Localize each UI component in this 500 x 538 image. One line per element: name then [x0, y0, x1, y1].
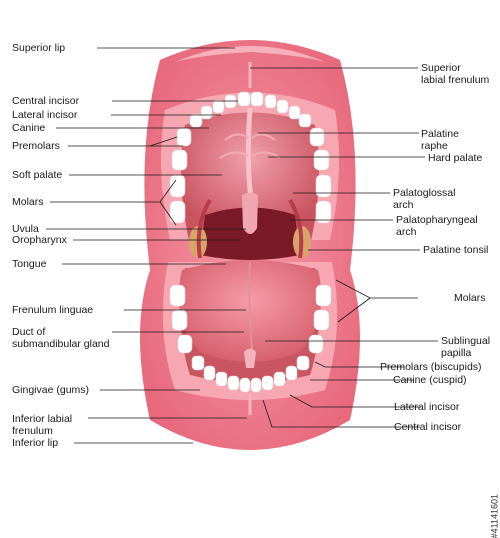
right-arch: [288, 198, 304, 259]
label-inferior-labial-1: Inferior labial: [12, 413, 73, 425]
label-tongue: Tongue: [12, 258, 47, 270]
label-hard-palate: Hard palate: [428, 152, 483, 164]
label-sublingual-1: Sublingual: [441, 335, 491, 347]
label-canine-cuspid: Canine (cuspid): [393, 374, 467, 386]
label-duct-line1: Duct of: [12, 326, 46, 338]
label-palatoglossal-2: arch: [393, 199, 414, 211]
label-frenulum-linguae: Frenulum linguae: [12, 304, 94, 316]
premolar-line: [149, 136, 178, 147]
label-palatine-tonsil: Palatine tonsil: [423, 244, 489, 256]
label-superior-labial-1: Superior: [421, 62, 461, 74]
label-palatoglossal-1: Palatoglossal: [393, 187, 456, 199]
label-lateral-incisor-right: Lateral incisor: [394, 401, 460, 413]
label-superior-lip: Superior lip: [12, 42, 66, 54]
superior-lip-shape: [175, 46, 325, 62]
tongue-midline: [248, 261, 253, 351]
label-duct-line2: submandibular gland: [12, 338, 110, 350]
label-lateral-incisor: Lateral incisor: [12, 109, 78, 121]
label-palatopharyngeal-2: arch: [396, 226, 417, 238]
upper-teeth: [169, 91, 332, 224]
label-central-incisor: Central incisor: [12, 95, 80, 107]
label-palatine-2: raphe: [421, 140, 448, 152]
label-sublingual-2: papilla: [441, 347, 472, 359]
lower-teeth: [169, 284, 332, 393]
label-premolars-bicuspids: Premolars (biscupids): [380, 361, 482, 373]
label-molars: Molars: [12, 196, 44, 208]
label-premolars: Premolars: [12, 140, 60, 152]
label-central-incisor-right: Central incisor: [394, 421, 462, 433]
uvula-shape: [242, 192, 258, 234]
label-soft-palate: Soft palate: [12, 169, 63, 181]
label-inferior-lip: Inferior lip: [12, 437, 59, 449]
label-gingivae: Gingivae (gums): [12, 384, 90, 396]
label-palatine-1: Palatine: [421, 128, 459, 140]
mouth-anatomy-diagram: [46, 40, 438, 450]
label-palatopharyngeal-1: Palatopharyngeal: [396, 214, 478, 226]
leader-lines-left: [46, 47, 247, 444]
palatal-rugae: [219, 133, 281, 159]
left-arch: [196, 198, 212, 259]
leader-lines-right: [250, 67, 438, 428]
label-oropharynx: Oropharynx: [12, 234, 67, 246]
label-superior-labial-2: labial frenulum: [421, 74, 490, 86]
label-uvula: Uvula: [12, 223, 39, 235]
frenulum-linguae-shape: [244, 348, 256, 368]
label-molars-right: Molars: [454, 292, 486, 304]
label-canine: Canine: [12, 122, 46, 134]
label-inferior-labial-2: frenulum: [12, 425, 53, 437]
watermark-stock-id: #41141601: [489, 494, 499, 538]
